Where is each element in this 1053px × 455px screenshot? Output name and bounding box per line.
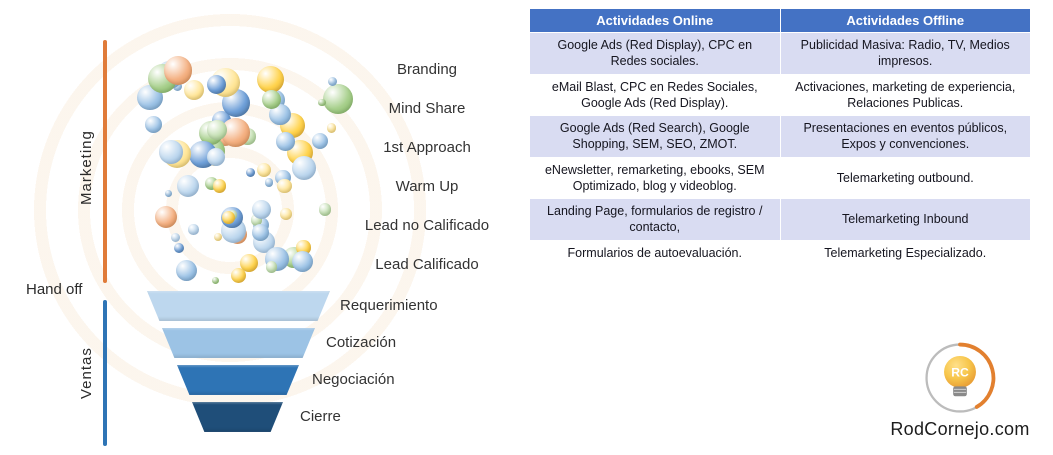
table-row: eMail Blast, CPC en Redes Sociales, Goog… bbox=[529, 73, 1031, 116]
bubble-field bbox=[137, 52, 353, 287]
offline-cell: Publicidad Masiva: Radio, TV, Medios imp… bbox=[779, 32, 1031, 75]
bubble bbox=[212, 179, 226, 193]
stage-label-lead-calificado: Lead Calificado bbox=[375, 256, 479, 273]
funnel-label-cotizacion: Cotización bbox=[326, 334, 397, 351]
lightbulb-logo-icon: RC bbox=[925, 342, 996, 413]
offline-cell: Activaciones, marketing de experiencia, … bbox=[779, 73, 1031, 116]
table-header-online: Actividades Online bbox=[529, 8, 781, 33]
bubble bbox=[312, 133, 329, 150]
funnel-stage-requerimiento bbox=[147, 291, 330, 321]
handoff-label: Hand off bbox=[26, 281, 83, 298]
bubble bbox=[177, 174, 200, 198]
bubble bbox=[173, 242, 184, 253]
logo-initials: RC bbox=[951, 365, 969, 379]
offline-cell: Telemarketing Especializado. bbox=[779, 239, 1031, 266]
bubble bbox=[256, 66, 284, 94]
bubble bbox=[265, 261, 278, 273]
bubble bbox=[175, 260, 198, 282]
bubble bbox=[207, 120, 227, 140]
bubble bbox=[322, 83, 353, 114]
bubble bbox=[269, 103, 292, 126]
stage-label-mind-share: Mind Share bbox=[388, 100, 466, 117]
bubble bbox=[318, 203, 332, 216]
bubble bbox=[280, 208, 292, 220]
bubble bbox=[213, 232, 223, 242]
bubble bbox=[277, 178, 292, 193]
online-cell: eMail Blast, CPC en Redes Sociales, Goog… bbox=[529, 73, 781, 116]
stage-label-1st-approach: 1st Approach bbox=[383, 139, 471, 156]
table-header-offline: Actividades Offline bbox=[779, 8, 1031, 33]
bubble bbox=[230, 267, 247, 283]
funnel-stage-cotizacion bbox=[162, 328, 315, 358]
offline-cell: Telemarketing outbound. bbox=[779, 156, 1031, 199]
bubble bbox=[170, 232, 180, 242]
online-cell: Google Ads (Red Display), CPC en Redes s… bbox=[529, 32, 781, 75]
funnel-label-cierre: Cierre bbox=[300, 408, 341, 425]
stage-label-lead-no-calificado: Lead no Calificado bbox=[364, 217, 490, 234]
bubble bbox=[264, 178, 274, 187]
bubble bbox=[251, 200, 271, 219]
bubble bbox=[240, 254, 259, 273]
bubble bbox=[222, 211, 236, 225]
table-row: Landing Page, formularios de registro / … bbox=[529, 198, 1031, 241]
bubble bbox=[163, 56, 193, 86]
bubble bbox=[207, 148, 226, 167]
bubble bbox=[188, 224, 199, 235]
online-cell: Formularios de autoevaluación. bbox=[529, 239, 781, 266]
funnel-stage-cierre bbox=[192, 402, 283, 432]
table-row: eNewsletter, remarketing, ebooks, SEM Op… bbox=[529, 156, 1031, 199]
bubble bbox=[184, 79, 205, 100]
table-row: Formularios de autoevaluación. Telemarke… bbox=[529, 239, 1031, 266]
marketing-rail bbox=[103, 40, 107, 283]
activities-table: Actividades Online Actividades Offline G… bbox=[529, 8, 1031, 266]
offline-cell: Telemarketing Inbound bbox=[779, 198, 1031, 241]
table-row: Google Ads (Red Display), CPC en Redes s… bbox=[529, 32, 1031, 75]
bubble bbox=[327, 123, 337, 133]
bubble bbox=[172, 82, 182, 92]
bubble bbox=[257, 162, 272, 177]
bubble bbox=[159, 140, 183, 164]
online-cell: eNewsletter, remarketing, ebooks, SEM Op… bbox=[529, 156, 781, 199]
bubble bbox=[296, 240, 311, 255]
funnel-label-negociacion: Negociación bbox=[312, 371, 395, 388]
table-row: Google Ads (Red Search), Google Shopping… bbox=[529, 115, 1031, 158]
bubble bbox=[145, 116, 162, 133]
bubble bbox=[246, 167, 256, 177]
bubble bbox=[318, 98, 326, 106]
site-name: RodCornejo.com bbox=[890, 419, 1030, 439]
bubble bbox=[207, 74, 227, 94]
bubble bbox=[154, 206, 177, 229]
marketing-label: Marketing bbox=[78, 130, 95, 206]
bubble bbox=[292, 251, 314, 273]
bubble bbox=[262, 90, 282, 110]
stage-label-branding: Branding bbox=[396, 61, 458, 78]
online-cell: Landing Page, formularios de registro / … bbox=[529, 198, 781, 241]
marketing-stage-labels: Branding Mind Share 1st Approach Warm Up… bbox=[347, 50, 507, 284]
bubble bbox=[291, 155, 316, 180]
bubble bbox=[164, 189, 173, 198]
bubble bbox=[250, 214, 263, 226]
offline-cell: Presentaciones en eventos públicos, Expo… bbox=[779, 115, 1031, 158]
bubble bbox=[276, 132, 295, 151]
ventas-label: Ventas bbox=[78, 347, 95, 399]
online-cell: Google Ads (Red Search), Google Shopping… bbox=[529, 115, 781, 158]
brand-logo-block: RC RodCornejo.com bbox=[870, 340, 1050, 440]
funnel-stage-negociacion bbox=[177, 365, 299, 395]
bubble bbox=[327, 76, 338, 87]
ventas-rail bbox=[103, 300, 107, 446]
bubble bbox=[212, 277, 220, 285]
funnel-label-requerimiento: Requerimiento bbox=[340, 297, 438, 314]
bubble bbox=[252, 223, 270, 241]
stage-label-warm-up: Warm Up bbox=[395, 178, 459, 195]
table-header-row: Actividades Online Actividades Offline bbox=[529, 8, 1031, 33]
